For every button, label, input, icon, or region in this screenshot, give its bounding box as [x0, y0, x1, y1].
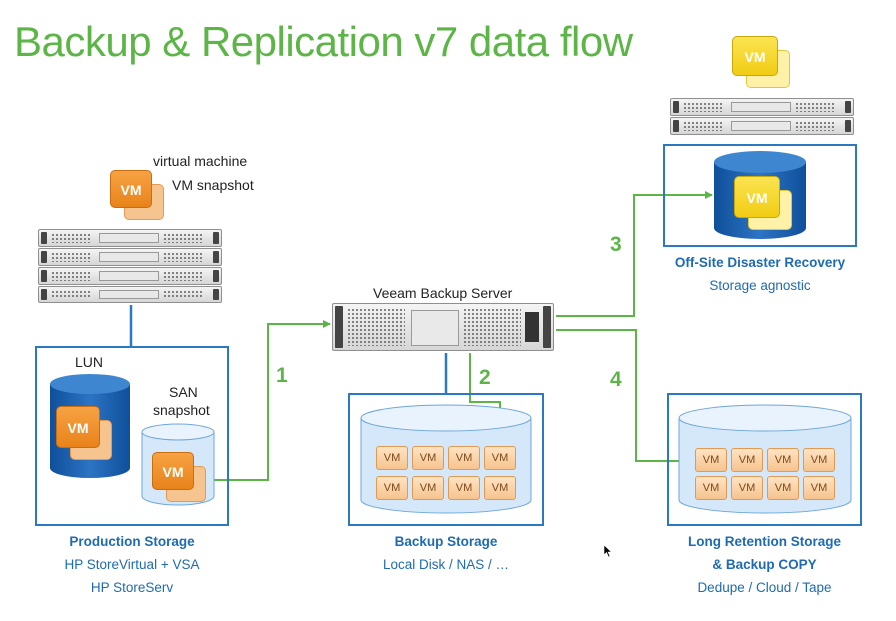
offsite-disk-vm-icon: VM: [734, 176, 796, 232]
backup-vm-tile: VM: [448, 446, 480, 470]
offsite-line1: Storage agnostic: [709, 278, 811, 293]
mouse-cursor-icon: [603, 544, 613, 558]
step-2-label: 2: [479, 366, 491, 389]
arrow-step-3: [556, 191, 713, 317]
long-retention-line1: Dedupe / Cloud / Tape: [697, 580, 832, 595]
retention-vm-tile: VM: [803, 448, 835, 472]
backup-vm-tile: VM: [484, 446, 516, 470]
retention-vm-tile: VM: [767, 448, 799, 472]
retention-vm-tile: VM: [731, 476, 763, 500]
retention-vm-tile: VM: [803, 476, 835, 500]
production-storage-box: [35, 346, 229, 526]
step-4-label: 4: [610, 368, 622, 391]
offsite-server-stack: [670, 98, 854, 136]
step-3-label: 3: [610, 233, 622, 256]
backup-storage-line1: Local Disk / NAS / …: [382, 557, 510, 572]
san-snapshot-label: snapshot: [153, 402, 210, 418]
offsite-vm-icon: VM: [732, 36, 794, 90]
backup-storage-title: Backup Storage: [394, 534, 498, 549]
offsite-title: Off-Site Disaster Recovery: [674, 255, 846, 270]
production-server-stack: [38, 229, 222, 303]
backup-vm-tile: VM: [412, 446, 444, 470]
production-storage-line1: HP StoreVirtual + VSA: [64, 557, 200, 572]
arrow-step-1: [212, 320, 331, 481]
retention-vm-tile: VM: [695, 476, 727, 500]
arrow-step-4: [556, 329, 694, 465]
backup-vm-tile: VM: [484, 476, 516, 500]
backup-vm-grid: VM VM VM VM VM VM VM VM: [376, 446, 516, 502]
production-storage-title: Production Storage: [69, 534, 195, 549]
vm-icon: VM: [110, 170, 170, 222]
backup-server-label: Veeam Backup Server: [373, 285, 513, 301]
san-vm-icon: VM: [152, 452, 210, 504]
backup-server-icon: [332, 303, 554, 351]
long-retention-title-line1: Long Retention Storage: [688, 534, 841, 549]
backup-vm-tile: VM: [448, 476, 480, 500]
lun-label: LUN: [75, 354, 104, 370]
offsite-storage-box: [663, 144, 857, 247]
long-retention-vm-grid: VM VM VM VM VM VM VM VM: [695, 448, 835, 504]
long-retention-box: [667, 393, 862, 526]
vm-snapshot-label: VM snapshot: [172, 177, 254, 193]
lun-vm-icon: VM: [56, 406, 116, 462]
long-retention-title-line2: & Backup COPY: [712, 557, 817, 572]
diagram-title: Backup & Replication v7 data flow: [14, 18, 633, 65]
backup-vm-tile: VM: [376, 446, 408, 470]
san-label: SAN: [169, 384, 198, 400]
backup-storage-box: [348, 393, 544, 526]
retention-vm-tile: VM: [695, 448, 727, 472]
step-1-label: 1: [276, 364, 288, 387]
backup-vm-tile: VM: [412, 476, 444, 500]
retention-vm-tile: VM: [731, 448, 763, 472]
retention-vm-tile: VM: [767, 476, 799, 500]
backup-vm-tile: VM: [376, 476, 408, 500]
production-storage-line2: HP StoreServ: [90, 580, 174, 595]
virtual-machine-label: virtual machine: [153, 153, 248, 169]
